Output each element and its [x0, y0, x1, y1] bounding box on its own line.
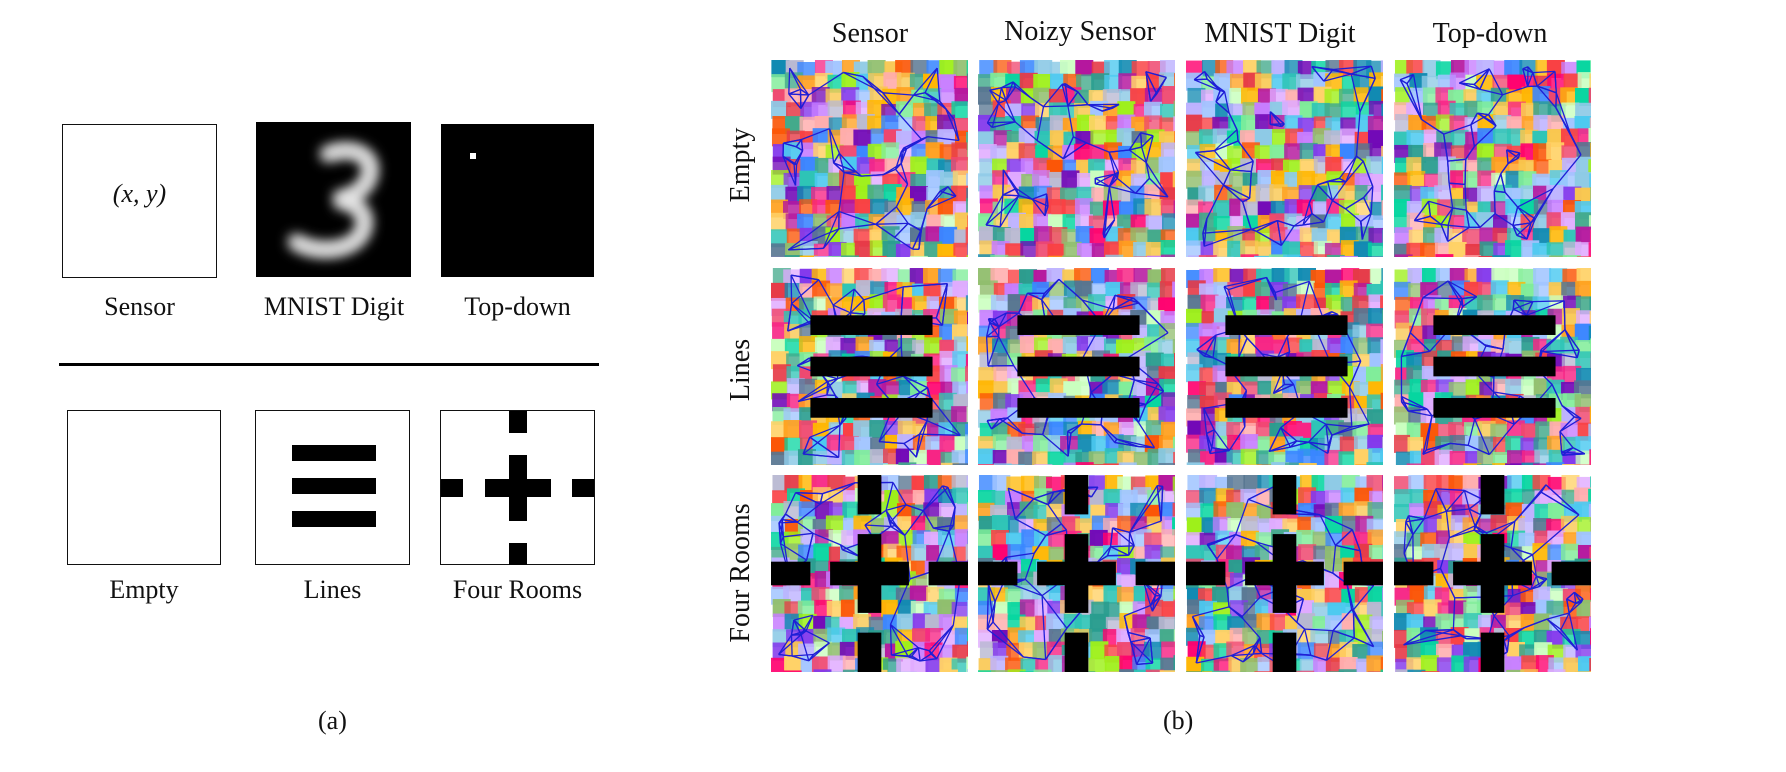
column-header-sensor: Sensor [831, 18, 909, 49]
wall-3 [1551, 561, 1591, 586]
wall-left [441, 479, 463, 497]
map-cell-empty-sensor [771, 60, 968, 257]
map-cell-empty-mnist-digit [1186, 60, 1383, 257]
lines-environment-map [255, 410, 410, 565]
wall-line-1 [292, 445, 376, 461]
wall-right [572, 479, 594, 497]
panel-b-caption: (b) [1163, 706, 1194, 735]
wall-2 [978, 561, 1018, 586]
wall-0 [1064, 475, 1089, 515]
sensor-label: Sensor [104, 292, 175, 321]
wall-0 [1225, 315, 1348, 335]
cell-graph [1186, 268, 1383, 465]
wall-1 [857, 632, 882, 672]
four-rooms-label: Four Rooms [452, 575, 583, 604]
wall-1 [1433, 356, 1556, 377]
wall-2 [1017, 398, 1140, 418]
cell-graph [771, 268, 968, 465]
wall-line-2 [292, 478, 376, 494]
map-cell-empty-noizy-sensor [978, 60, 1175, 257]
cell-graph [1394, 60, 1591, 257]
cell-graph [978, 268, 1175, 465]
panel-a-caption: (a) [318, 706, 347, 735]
wall-1 [1480, 632, 1505, 672]
wall-1 [810, 356, 933, 377]
wall-1 [1017, 356, 1140, 377]
empty-label: Empty [109, 575, 179, 604]
mnist-digit-image [256, 122, 411, 277]
wall-1 [1064, 632, 1089, 672]
row-label-lines: Lines [725, 338, 756, 402]
wall-5 [830, 561, 909, 586]
map-cell-lines-noizy-sensor [978, 268, 1175, 465]
column-header-mnist-digit: MNIST Digit [1204, 18, 1356, 49]
cell-graph [1394, 268, 1591, 465]
wall-1 [1272, 632, 1297, 672]
wall-0 [810, 315, 933, 335]
panel-a-divider [59, 363, 599, 366]
wall-top [509, 411, 527, 433]
row-label-four-rooms: Four Rooms [725, 503, 756, 643]
wall-2 [1394, 561, 1434, 586]
sensor-observation-box: (x, y) [62, 124, 217, 278]
map-cell-four-rooms-top-down [1394, 475, 1591, 672]
empty-environment-map [67, 410, 221, 565]
map-cell-lines-top-down [1394, 268, 1591, 465]
map-cell-four-rooms-mnist-digit [1186, 475, 1383, 672]
wall-line-3 [292, 511, 376, 527]
cell-graph [978, 60, 1175, 257]
wall-5 [1453, 561, 1532, 586]
agent-position-dot [470, 153, 476, 159]
wall-5 [1037, 561, 1116, 586]
wall-0 [1480, 475, 1505, 515]
cell-graph [1186, 475, 1383, 672]
wall-0 [1017, 315, 1140, 335]
wall-2 [1433, 398, 1556, 418]
cell-graph [771, 60, 968, 257]
map-cell-four-rooms-sensor [771, 475, 968, 672]
cell-graph [978, 475, 1175, 672]
sensor-formula: (x, y) [112, 179, 167, 208]
map-cell-four-rooms-noizy-sensor [978, 475, 1175, 672]
wall-2 [810, 398, 933, 418]
map-cell-lines-sensor [771, 268, 968, 465]
wall-0 [1272, 475, 1297, 515]
topdown-label: Top-down [464, 292, 571, 321]
topdown-observation-image [441, 124, 594, 277]
mnist-label: MNIST Digit [263, 292, 405, 321]
column-header-top-down: Top-down [1432, 18, 1548, 49]
wall-1 [1225, 356, 1348, 377]
wall-2 [1186, 561, 1226, 586]
wall-2 [1225, 398, 1348, 418]
wall-3 [1135, 561, 1175, 586]
wall-0 [857, 475, 882, 515]
map-cell-empty-top-down [1394, 60, 1591, 257]
wall-bottom [509, 543, 527, 565]
mnist-digit-three [288, 142, 379, 258]
row-label-empty: Empty [725, 127, 756, 203]
cell-graph [771, 475, 968, 672]
wall-5 [1245, 561, 1324, 586]
wall-2 [771, 561, 811, 586]
cell-graph [1186, 60, 1383, 257]
cross-horizontal [485, 479, 551, 497]
wall-0 [1433, 315, 1556, 335]
wall-3 [928, 561, 968, 586]
cell-graph [1394, 475, 1591, 672]
wall-3 [1343, 561, 1383, 586]
four-rooms-environment-map [440, 410, 595, 565]
lines-label: Lines [303, 575, 362, 604]
map-cell-lines-mnist-digit [1186, 268, 1383, 465]
column-header-noizy-sensor: Noizy Sensor [1004, 16, 1156, 47]
